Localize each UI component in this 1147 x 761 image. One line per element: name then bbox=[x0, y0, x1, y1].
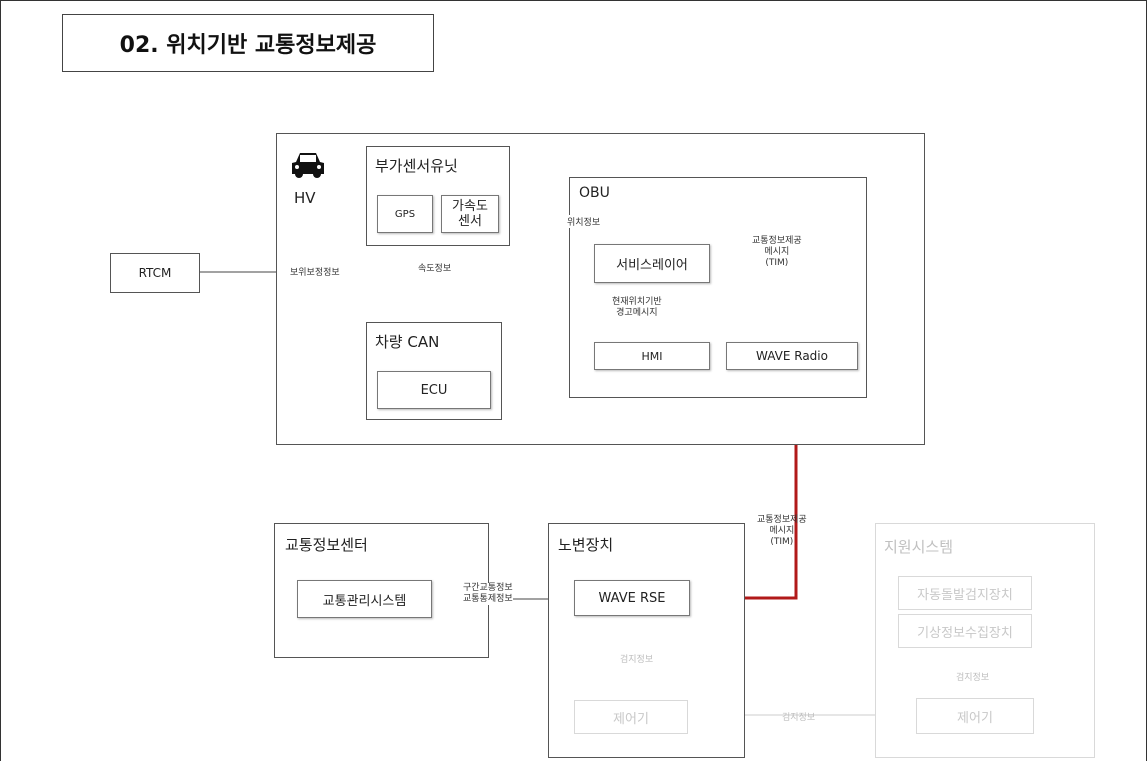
detect-info-support-label: 검지정보 bbox=[956, 673, 990, 683]
hmi-box: HMI bbox=[594, 342, 710, 370]
sensor-unit-box: 부가센서유닛 GPS 가속도 센서 bbox=[366, 146, 510, 246]
gps-label: GPS bbox=[394, 208, 416, 220]
wave-radio-box: WAVE Radio bbox=[726, 342, 858, 370]
speed-info-label: 속도정보 bbox=[418, 261, 452, 274]
ecu-box: ECU bbox=[377, 371, 491, 409]
traffic-mgmt-system-box: 교통관리시스템 bbox=[297, 580, 432, 618]
page-title: 02. 위치기반 교통정보제공 bbox=[62, 14, 434, 72]
rtcm-box: RTCM bbox=[110, 253, 200, 293]
page-title-text: 02. 위치기반 교통정보제공 bbox=[119, 33, 377, 58]
correction-info-label: 보위보정정보 bbox=[290, 265, 340, 278]
incident-detector-label: 자동돌발검지장치 bbox=[917, 587, 1013, 603]
support-system-title: 지원시스템 bbox=[884, 538, 954, 556]
traffic-center-title: 교통정보센터 bbox=[285, 536, 368, 554]
detect-info-mid-label: 검지정보 bbox=[782, 713, 816, 723]
incident-detector-box: 자동돌발검지장치 bbox=[898, 576, 1032, 610]
wave-rse-label: WAVE RSE bbox=[598, 590, 666, 606]
accel-sensor-box: 가속도 센서 bbox=[441, 195, 499, 233]
obu-title: OBU bbox=[579, 185, 610, 201]
support-controller-label: 제어기 bbox=[957, 710, 993, 726]
car-icon bbox=[292, 153, 324, 178]
roadside-unit-title: 노변장치 bbox=[558, 536, 614, 554]
section-info-label: 구간교통정보 교통통제정보 bbox=[463, 583, 513, 605]
traffic-center-box: 교통정보센터 교통관리시스템 bbox=[274, 523, 489, 658]
hv-label: HV bbox=[294, 189, 316, 207]
roadside-controller-box: 제어기 bbox=[574, 700, 688, 734]
tim-mid-label: 교통정보제공 메시지 (TIM) bbox=[757, 515, 807, 547]
wave-radio-label: WAVE Radio bbox=[756, 349, 828, 363]
traffic-mgmt-system-label: 교통관리시스템 bbox=[322, 593, 407, 609]
wave-rse-box: WAVE RSE bbox=[574, 580, 690, 616]
weather-collector-box: 기상정보수집장치 bbox=[898, 614, 1032, 648]
hmi-label: HMI bbox=[641, 349, 663, 363]
vehicle-can-box: 차량 CAN ECU bbox=[366, 322, 502, 420]
sensor-unit-title: 부가센서유닛 bbox=[375, 157, 458, 175]
detect-info-rse-label: 검지정보 bbox=[620, 652, 654, 665]
warning-msg-label: 현재위치기반 경고메시지 bbox=[612, 297, 662, 319]
position-info-label: 위치정보 bbox=[567, 215, 601, 228]
roadside-controller-label: 제어기 bbox=[613, 711, 649, 727]
rtcm-label: RTCM bbox=[138, 266, 172, 280]
ecu-label: ECU bbox=[420, 382, 448, 398]
tim-top-label: 교통정보제공 메시지 (TIM) bbox=[752, 236, 802, 268]
service-layer-box: 서비스레이어 bbox=[594, 244, 710, 283]
support-controller-box: 제어기 bbox=[916, 698, 1034, 734]
weather-collector-label: 기상정보수집장치 bbox=[917, 625, 1013, 641]
accel-sensor-label: 가속도 센서 bbox=[452, 199, 488, 229]
vehicle-can-title: 차량 CAN bbox=[375, 333, 440, 351]
gps-box: GPS bbox=[377, 195, 433, 233]
service-layer-label: 서비스레이어 bbox=[616, 258, 688, 273]
